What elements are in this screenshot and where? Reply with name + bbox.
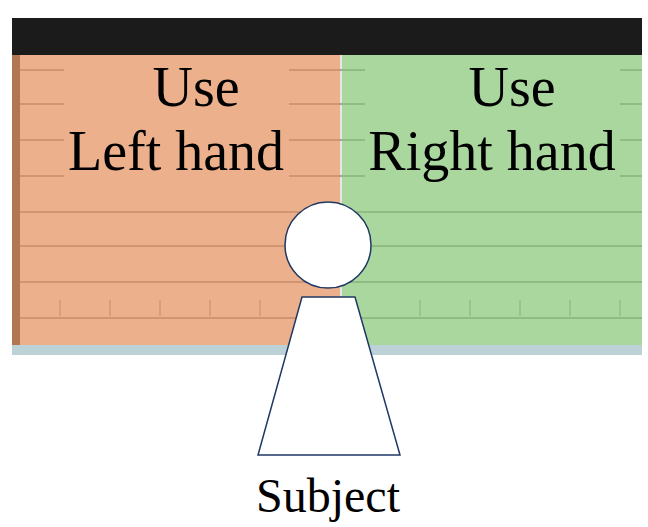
person-body [258,297,400,455]
shelf-top-bar [12,18,642,55]
subject-label: Subject [248,470,408,522]
subject-figure: Subject [248,200,408,527]
zone-label: Use Left hand [64,55,289,183]
person-head [285,202,371,288]
zone-label: Use Right hand [365,55,620,183]
left-hand-zone: Use Left hand [12,55,340,345]
right-hand-zone: Use Right hand [342,55,642,345]
